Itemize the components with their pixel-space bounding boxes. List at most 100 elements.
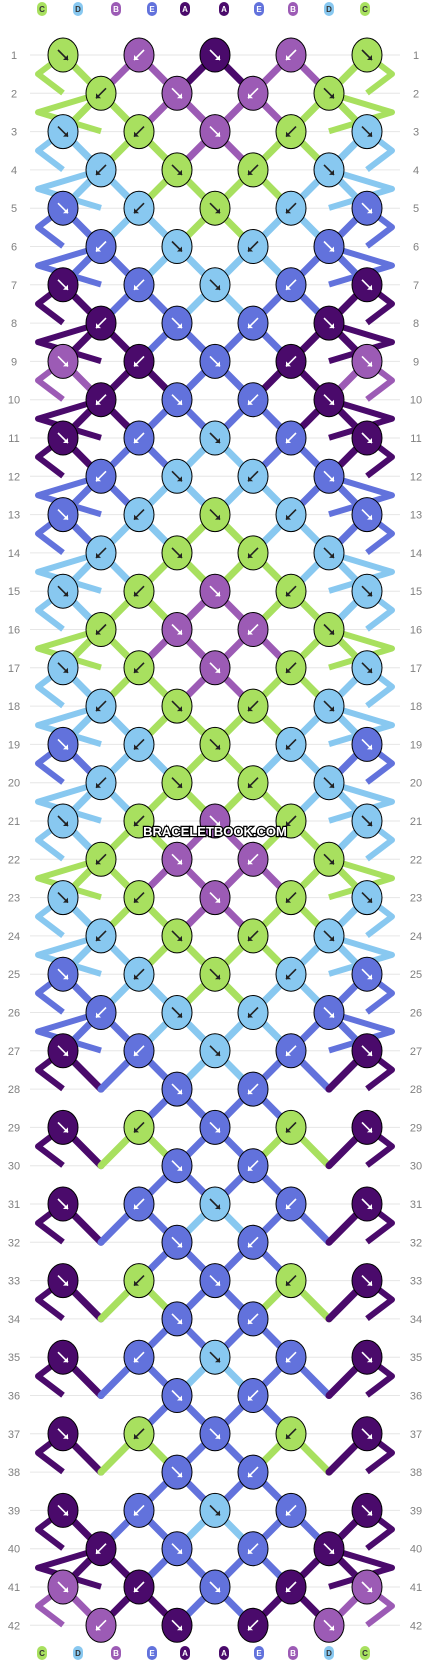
knot-arrowhead-icon xyxy=(367,591,372,597)
strand-tag-top xyxy=(37,2,47,16)
knot-arrowhead-icon xyxy=(215,55,220,60)
knot-arrowhead-icon xyxy=(286,55,291,60)
row-number-left: 20 xyxy=(8,778,20,790)
row-number-left: 34 xyxy=(8,1314,20,1326)
row-number-left: 13 xyxy=(8,510,20,522)
row-number-right: 41 xyxy=(410,1582,422,1594)
knot-arrowhead-icon xyxy=(63,361,68,367)
row-number-right: 37 xyxy=(410,1429,422,1441)
knot-arrowhead-icon xyxy=(63,1204,68,1209)
edge-strand xyxy=(35,243,102,288)
edge-strand xyxy=(328,243,395,288)
strand-tag-label: E xyxy=(256,1649,262,1658)
row-number-left: 37 xyxy=(8,1429,20,1441)
strand-tag-label: C xyxy=(362,5,368,14)
knot-arrowhead-icon xyxy=(367,1433,372,1439)
knot-arrowhead-icon xyxy=(215,821,220,826)
strand-tag-label: E xyxy=(149,5,155,14)
row-number-right: 12 xyxy=(410,471,422,483)
knot-arrowhead-icon xyxy=(248,1012,253,1018)
row-number-left: 28 xyxy=(8,1084,20,1096)
edge-strand xyxy=(328,933,395,977)
knot-arrowhead-icon xyxy=(367,208,372,214)
row-number-right: 27 xyxy=(410,1046,422,1058)
knot-arrowhead-icon xyxy=(215,284,220,290)
knot-arrowhead-icon xyxy=(248,629,253,635)
knot-arrowhead-icon xyxy=(177,859,182,865)
row-number-left: 2 xyxy=(11,88,17,100)
row-number-left: 41 xyxy=(8,1582,20,1594)
knot-arrowhead-icon xyxy=(286,438,291,443)
strand-tag-label: E xyxy=(256,5,262,14)
knot-arrowhead-icon xyxy=(367,55,372,60)
row-number-left: 16 xyxy=(8,625,20,637)
row-number-right: 19 xyxy=(410,739,422,751)
knot-arrowhead-icon xyxy=(134,208,139,214)
knot-arrowhead-icon xyxy=(177,169,182,175)
knot-arrowhead-icon xyxy=(134,55,139,60)
knot-arrowhead-icon xyxy=(177,399,182,405)
knot-arrowhead-icon xyxy=(248,1395,253,1401)
knot-arrowhead-icon xyxy=(134,1510,139,1516)
knot-arrowhead-icon xyxy=(177,629,182,635)
knot-arrowhead-icon xyxy=(96,935,101,941)
knot-arrowhead-icon xyxy=(96,859,101,865)
knot-arrowhead-icon xyxy=(215,1433,220,1439)
knot-arrowhead-icon xyxy=(96,399,101,405)
knot-arrowhead-icon xyxy=(367,974,372,980)
strand-tag-bottom xyxy=(254,1646,264,1660)
row-number-right: 20 xyxy=(410,778,422,790)
row-number-left: 40 xyxy=(8,1544,20,1556)
knot-arrowhead-icon xyxy=(329,93,334,99)
knot-arrowhead-icon xyxy=(134,131,139,137)
strand-tag-top xyxy=(324,2,334,16)
knot-arrowhead-icon xyxy=(96,93,101,99)
row-number-left: 12 xyxy=(8,471,20,483)
knot-arrowhead-icon xyxy=(248,323,253,329)
knot-arrowhead-icon xyxy=(286,1280,291,1286)
strand-tag-top xyxy=(360,2,370,16)
knot-arrowhead-icon xyxy=(329,246,334,252)
knot-arrowhead-icon xyxy=(367,1204,372,1209)
knot-arrowhead-icon xyxy=(134,591,139,597)
knot-arrowhead-icon xyxy=(215,897,220,903)
row-number-right: 24 xyxy=(410,931,422,943)
row-number-left: 33 xyxy=(8,1276,20,1288)
knot-arrowhead-icon xyxy=(215,438,220,443)
knot-arrowhead-icon xyxy=(329,476,334,482)
knot-arrowhead-icon xyxy=(177,1318,182,1324)
knot-arrowhead-icon xyxy=(177,323,182,329)
knot-arrowhead-icon xyxy=(215,1357,220,1363)
knot-arrowhead-icon xyxy=(215,1587,220,1592)
row-number-right: 31 xyxy=(410,1199,422,1211)
row-number-right: 10 xyxy=(410,395,422,407)
edge-strand xyxy=(35,550,102,594)
row-number-left: 18 xyxy=(8,701,20,713)
strand-tag-label: B xyxy=(290,1649,296,1658)
knot-arrowhead-icon xyxy=(63,1510,68,1516)
row-number-right: 33 xyxy=(410,1276,422,1288)
row-number-right: 14 xyxy=(410,548,422,560)
strand-tag-label: C xyxy=(39,1649,45,1658)
knot-arrowhead-icon xyxy=(215,744,220,750)
edge-strand xyxy=(328,703,395,747)
knot-arrowhead-icon xyxy=(63,208,68,214)
knot-arrowhead-icon xyxy=(63,744,68,750)
row-number-left: 32 xyxy=(8,1237,20,1249)
strand-tag-label: A xyxy=(221,5,227,14)
strand-tag-bottom xyxy=(288,1646,298,1660)
row-number-right: 17 xyxy=(410,663,422,675)
knot-arrowhead-icon xyxy=(248,1165,253,1171)
knot-arrowhead-icon xyxy=(215,514,220,520)
knot-arrowhead-icon xyxy=(134,514,139,520)
knot-arrowhead-icon xyxy=(329,706,334,712)
row-number-right: 2 xyxy=(413,88,419,100)
edge-strand xyxy=(328,626,395,671)
knot-arrowhead-icon xyxy=(177,1395,182,1401)
row-number-right: 7 xyxy=(413,280,419,292)
knot-arrowhead-icon xyxy=(96,1548,101,1554)
knot-arrowhead-icon xyxy=(367,667,372,673)
row-number-right: 28 xyxy=(410,1084,422,1096)
knot-arrowhead-icon xyxy=(96,629,101,635)
knot-arrowhead-icon xyxy=(215,1280,220,1286)
